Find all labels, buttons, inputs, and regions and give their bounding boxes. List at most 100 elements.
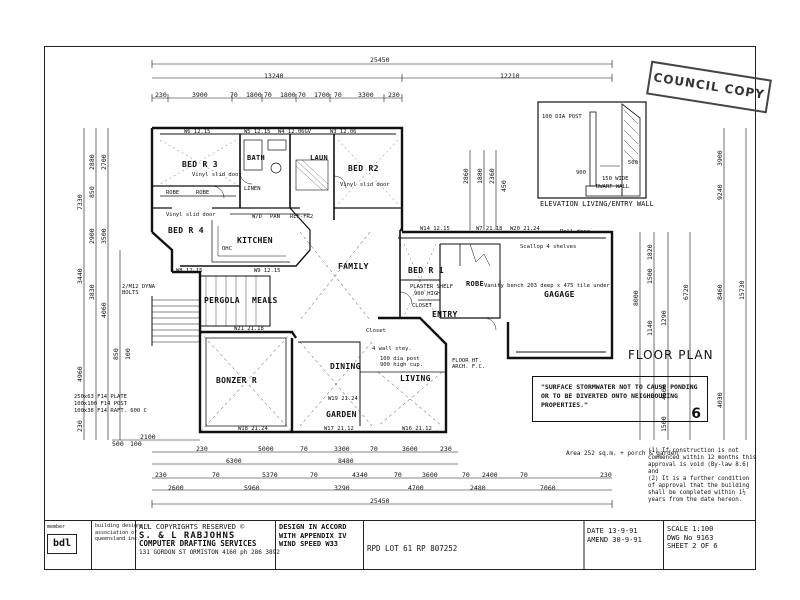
room-label-bed1: BED R 1 bbox=[408, 266, 444, 275]
room-label-family: FAMILY bbox=[338, 262, 369, 271]
dim-top-seg: 70 bbox=[264, 91, 272, 99]
dim-bottom-seg: 500 bbox=[112, 440, 124, 448]
dim-bottom-seg: 2100 bbox=[140, 433, 156, 441]
dim-right: 1140 bbox=[646, 320, 654, 336]
rpd-cell: RPD LOT 61 RP 807252 bbox=[364, 521, 584, 570]
dim-top-seg: 3300 bbox=[358, 91, 374, 99]
note-dia-height: 900 high cup. bbox=[380, 362, 424, 368]
scale-cell: SCALE 1:100 DWG No 9163 SHEET 2 OF 6 bbox=[664, 521, 756, 570]
dim-bottom-seg: 4700 bbox=[408, 484, 424, 492]
dim-bottom-seg: 100 bbox=[130, 440, 142, 448]
dim-left: 4060 bbox=[100, 302, 108, 318]
window-tag: W14 12.15 bbox=[420, 226, 450, 232]
dim-top-seg: 70 bbox=[298, 91, 306, 99]
company-address: 131 GORDON ST ORMISTON 4160 ph 286 3892 bbox=[139, 548, 280, 556]
dim-bottom-seg: 4340 bbox=[352, 471, 368, 479]
room-label-meals: MEALS bbox=[252, 296, 278, 305]
dim-right: 1500 bbox=[660, 416, 668, 432]
title-block: member bdl building designers associatio… bbox=[44, 520, 756, 570]
dim-right: 8460 bbox=[716, 284, 724, 300]
room-label-living: LIVING bbox=[400, 374, 431, 383]
dim-top-seg: 1700 bbox=[314, 91, 330, 99]
window-tag: W6 12.15 bbox=[184, 129, 211, 135]
room-label-kitchen: KITCHEN bbox=[237, 236, 273, 245]
dim-bottom-seg: 3600 bbox=[402, 445, 418, 453]
note-plate-3: 100x38 F14 RAFT. 600 C bbox=[74, 408, 147, 414]
dim-right: 1880 bbox=[476, 168, 484, 184]
dim-left: 850 bbox=[88, 186, 96, 198]
drawing-frame bbox=[44, 46, 756, 570]
note-closet-2: Closet bbox=[366, 328, 386, 334]
room-label-bonzer: BONZER R bbox=[216, 376, 257, 385]
dim-right: 9240 bbox=[716, 184, 724, 200]
dim-bottom-seg: 3300 bbox=[334, 445, 350, 453]
dim-top-seg: 1800 bbox=[280, 91, 296, 99]
dim-right: 6720 bbox=[682, 284, 690, 300]
dim-top-seg: 1800 bbox=[246, 91, 262, 99]
design-line-3: WIND SPEED W33 bbox=[279, 540, 339, 548]
room-label-bath: BATH bbox=[247, 154, 266, 162]
scale-line: SCALE 1:100 bbox=[667, 525, 714, 533]
dim-top-seg: 70 bbox=[230, 91, 238, 99]
assoc-line-1: building designers bbox=[95, 523, 150, 529]
dim-right: 1500 bbox=[646, 268, 654, 284]
association-cell: building designers association of queens… bbox=[92, 521, 150, 570]
dim-top-seg: 70 bbox=[334, 91, 342, 99]
condition-2: (2) It is a further condition of approva… bbox=[648, 476, 750, 503]
dim-bottom-seg: 6300 bbox=[226, 457, 242, 465]
elevation-post-label: 100 DIA POST bbox=[542, 114, 582, 120]
window-tag: W18 21.24 bbox=[238, 426, 268, 432]
note-dyna-bolts: 2/M12 DYNA bbox=[122, 284, 156, 290]
elevation-title: ELEVATION LIVING/ENTRY WALL bbox=[540, 200, 654, 208]
date-cell: DATE 13-9-91 AMEND 30-9-91 bbox=[584, 521, 664, 570]
sheet-number: SHEET 2 OF 6 bbox=[667, 542, 718, 550]
note-ref: REF-FR2 bbox=[290, 214, 314, 220]
note-vinyl-door-2: Vinyl slid door bbox=[340, 182, 390, 188]
dim-right: 8000 bbox=[632, 290, 640, 306]
dim-bottom-seg: 5000 bbox=[258, 445, 274, 453]
dim-left: 4960 bbox=[76, 366, 84, 382]
note-arch: ARCH. F.C. bbox=[452, 364, 486, 370]
note-vinyl-door-1: Vinyl slid door bbox=[192, 172, 242, 178]
dim-bottom-seg: 230 bbox=[155, 471, 167, 479]
approval-conditions: (1) If construction is not commenced wit… bbox=[648, 448, 758, 504]
dim-left: 100 bbox=[124, 348, 132, 360]
note-dia-post: 100 dia post bbox=[380, 356, 420, 362]
dim-bottom-seg: 7060 bbox=[540, 484, 556, 492]
note-plaster-height: 900 HIGH bbox=[414, 291, 441, 297]
dim-right: 450 bbox=[500, 180, 508, 192]
condition-1: (1) If construction is not commenced wit… bbox=[648, 448, 757, 475]
dim-left: 7330 bbox=[76, 194, 84, 210]
stormwater-note-number: 6 bbox=[691, 406, 701, 422]
dim-right: 2860 bbox=[462, 168, 470, 184]
bda-logo-icon: bdl bbox=[47, 533, 77, 554]
window-tag: W16 21.12 bbox=[402, 426, 432, 432]
dim-bottom-seg: 5370 bbox=[262, 471, 278, 479]
dim-bottom-seg: 70 bbox=[212, 471, 220, 479]
note-ohc: OHC bbox=[222, 246, 232, 252]
company-name: S. & L RABJOHNS bbox=[139, 530, 236, 541]
elevation-dim-500: 500 bbox=[628, 160, 638, 166]
window-tag: W8 12.15 bbox=[176, 268, 203, 274]
bda-logo-cell: member bdl bbox=[44, 521, 92, 570]
dim-left: 2900 bbox=[88, 228, 96, 244]
note-wd: W/D bbox=[252, 214, 262, 220]
room-label-bed2: BED R2 bbox=[348, 164, 379, 173]
note-plate-1: 250x63 F14 PLATE bbox=[74, 394, 127, 400]
dim-left: 3440 bbox=[76, 268, 84, 284]
note-wall-stey: 4 wall stey. bbox=[372, 346, 412, 352]
dim-bottom-seg: 5960 bbox=[244, 484, 260, 492]
bda-member: member bbox=[47, 524, 66, 530]
note-plaster-shelf: PLASTER SHELF bbox=[410, 284, 454, 290]
room-label-entry: ENTRY bbox=[432, 310, 458, 319]
note-closet-1: CLOSET bbox=[412, 303, 432, 309]
elevation-wide-label: 150 WIDE bbox=[602, 176, 629, 182]
elevation-dim-900: 900 bbox=[576, 170, 586, 176]
note-robe-b: ROBE bbox=[196, 190, 210, 196]
dim-left: 2700 bbox=[100, 154, 108, 170]
room-label-garage: GAGAGE bbox=[544, 290, 575, 299]
window-tag: W21 21.18 bbox=[234, 326, 264, 332]
stormwater-note-text: "SURFACE STORMWATER NOT TO CAUSE PONDING… bbox=[541, 383, 698, 409]
dim-left: 850 bbox=[112, 348, 120, 360]
